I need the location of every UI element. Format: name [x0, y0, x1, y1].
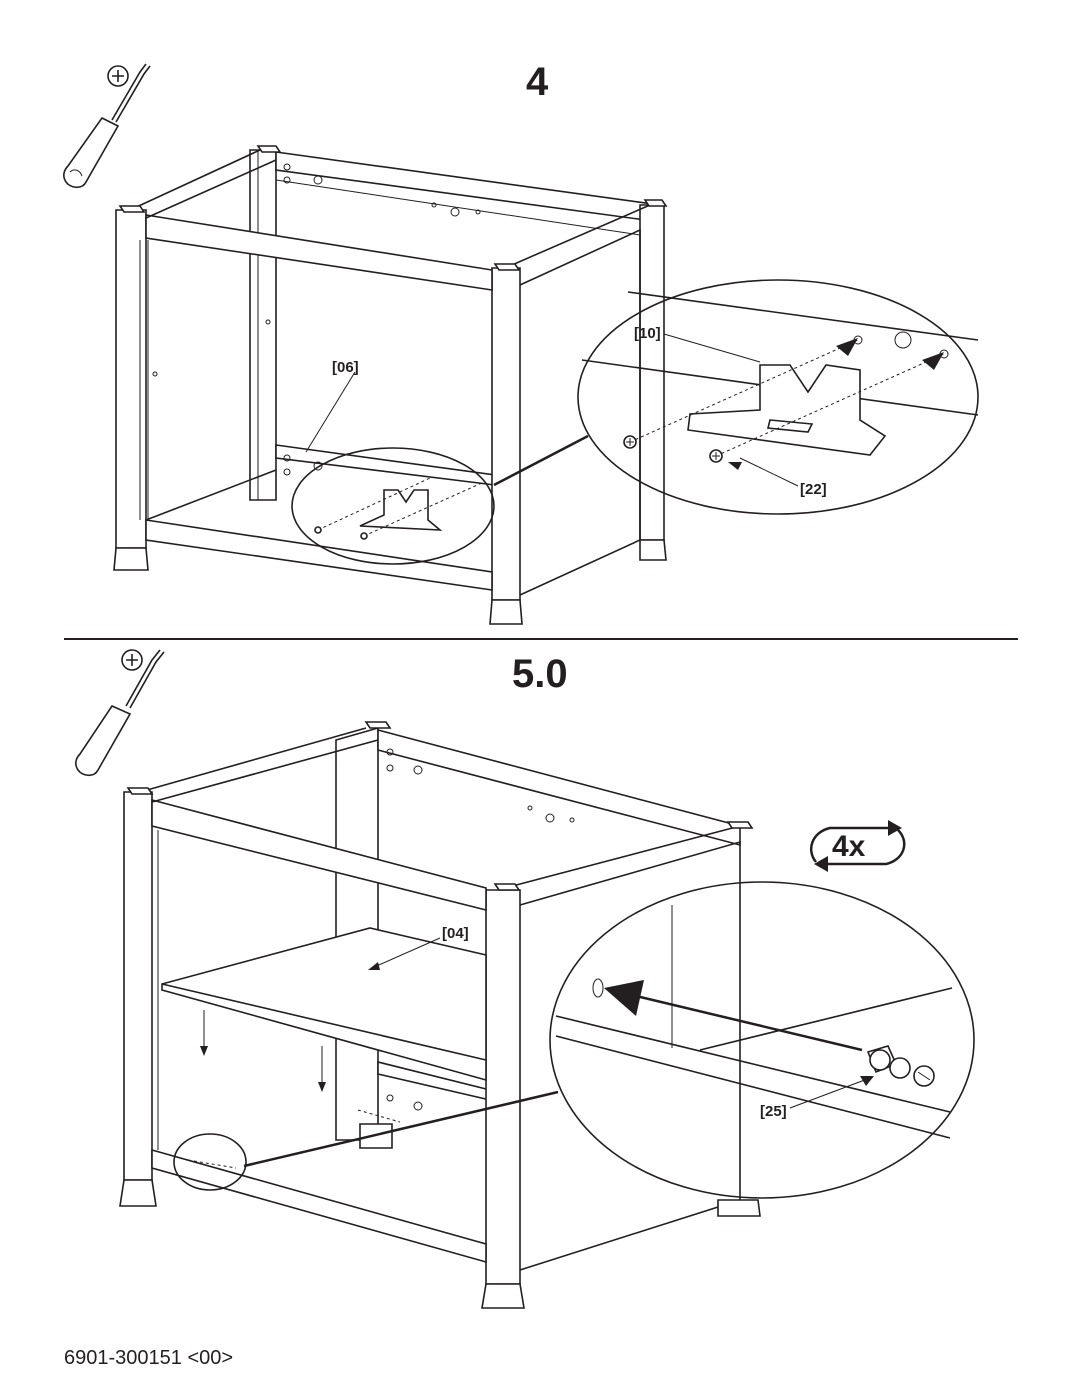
step-4-number: 4: [526, 60, 549, 104]
part-label-10: [10]: [634, 325, 661, 342]
part-label-06: [06]: [332, 359, 359, 376]
detail-callout-step-5: [173, 881, 975, 1199]
cabinet-frame-step-5: [119, 721, 761, 1309]
step-divider: [64, 638, 1018, 640]
step-5-number: 5.0: [512, 652, 568, 696]
phillips-screwdriver-icon: [75, 649, 165, 777]
detail-callout-small-step-4: [291, 434, 589, 565]
cabinet-frame-step-4: [113, 145, 668, 625]
part-label-04: [04]: [442, 925, 469, 942]
repeat-count-label: 4x: [832, 830, 866, 863]
part-label-22: [22]: [800, 481, 827, 498]
document-code: 6901-300151 <00>: [64, 1347, 234, 1369]
detail-callout-large-step-4: [305, 279, 979, 515]
repeat-arrows-icon: [810, 820, 906, 872]
part-label-25: [25]: [760, 1103, 787, 1120]
phillips-screwdriver-icon: [63, 63, 151, 189]
